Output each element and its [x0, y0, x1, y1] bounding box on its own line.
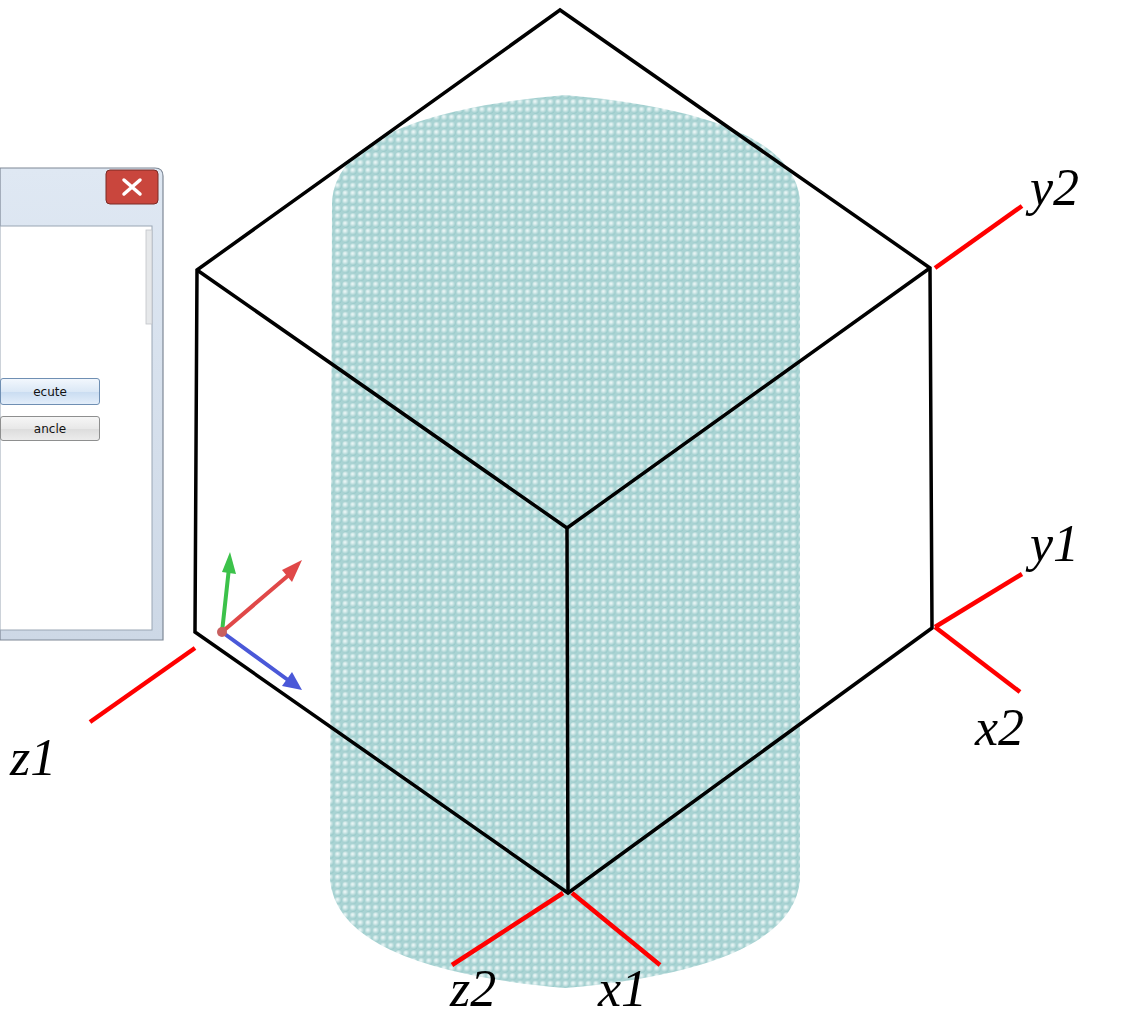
button-label: ancle	[34, 422, 66, 436]
axis-label: y1	[1030, 518, 1079, 570]
axis-label: z1	[10, 732, 56, 784]
axis-label: y2	[1030, 162, 1079, 214]
axis-line	[90, 206, 1022, 965]
axes-triad	[217, 552, 302, 690]
dialog-window	[0, 168, 163, 640]
cube-outline	[195, 10, 932, 893]
atom-cylinder	[330, 95, 800, 988]
axis-label: x1	[598, 963, 647, 1015]
axis-label: x2	[975, 702, 1024, 754]
axis-label: z2	[450, 963, 496, 1015]
dialog-button: ecute	[0, 378, 100, 405]
dialog-button: ancle	[0, 416, 100, 441]
button-label: ecute	[33, 385, 67, 399]
